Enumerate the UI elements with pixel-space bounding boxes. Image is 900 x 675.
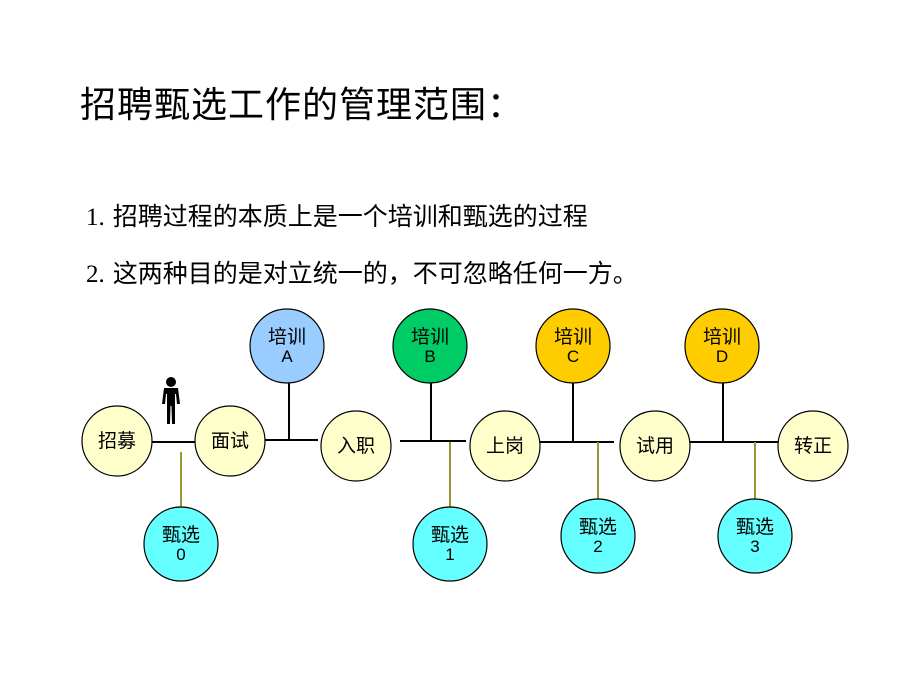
point-2-text: 这两种目的是对立统一的，不可忽略任何一方。	[112, 259, 638, 288]
training-circle-d	[684, 308, 760, 384]
stage-circle-interview	[194, 405, 266, 477]
stage-circle-recruit	[81, 405, 153, 477]
selection-circle-1	[412, 506, 488, 582]
stage-circle-regular	[777, 410, 849, 482]
stage-circle-post	[469, 410, 541, 482]
training-connectors	[288, 382, 724, 442]
person-icon	[162, 377, 180, 424]
stage-circle-onboard	[320, 410, 392, 482]
point-2-number: 2.	[86, 261, 105, 288]
stage-circles	[81, 405, 849, 482]
stage-circle-probation	[619, 410, 691, 482]
point-1: 1. 招聘过程的本质上是一个培训和甄选的过程	[86, 197, 588, 233]
training-circles	[249, 308, 760, 384]
point-1-number: 1.	[86, 204, 105, 231]
slide-title: 招聘甄选工作的管理范围：	[80, 85, 525, 126]
selection-circle-0	[143, 506, 219, 582]
point-2: 2. 这两种目的是对立统一的，不可忽略任何一方。	[86, 254, 638, 290]
training-circle-c	[535, 308, 611, 384]
main-timeline	[146, 439, 778, 443]
training-circle-a	[249, 308, 325, 384]
selection-connectors	[180, 442, 756, 508]
selection-circle-3	[717, 498, 793, 574]
point-1-text: 招聘过程的本质上是一个培训和甄选的过程	[112, 202, 588, 231]
selection-circle-2	[560, 498, 636, 574]
selection-circles	[143, 498, 793, 582]
training-circle-b	[392, 308, 468, 384]
